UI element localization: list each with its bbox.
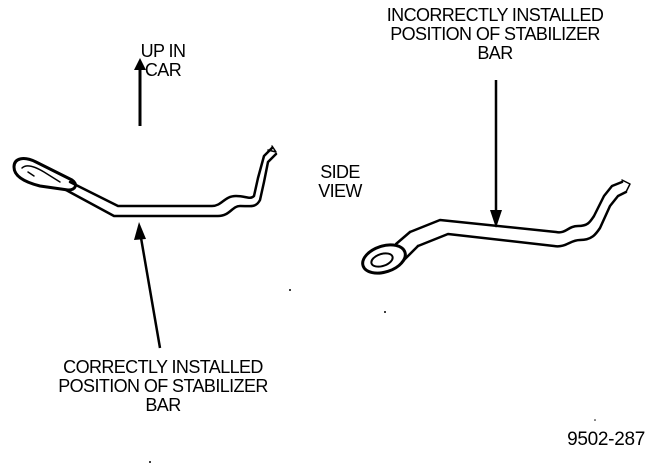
side-view-line-1: SIDE	[320, 162, 360, 182]
scan-speckles	[149, 289, 596, 463]
incorrect-label-line-1: INCORRECTLY INSTALLED	[386, 5, 604, 25]
up-in-car-line-1: UP IN	[140, 41, 186, 61]
correct-position-label: CORRECTLY INSTALLED POSITION OF STABILIZ…	[28, 358, 298, 415]
incorrect-label-line-2: POSITION OF STABILIZER	[390, 24, 600, 44]
correct-stabilizer-bar	[12, 145, 278, 218]
incorrect-stabilizer-bar	[361, 179, 631, 275]
correct-pointer-arrow	[134, 222, 162, 349]
correct-label-line-2: POSITION OF STABILIZER	[58, 376, 268, 396]
side-view-line-2: VIEW	[318, 181, 362, 201]
figure-number: 9502-287	[567, 429, 645, 450]
incorrect-pointer-arrow	[490, 80, 502, 228]
side-view-label: SIDE VIEW	[300, 163, 380, 201]
up-arrow	[134, 58, 146, 126]
incorrect-position-label: INCORRECTLY INSTALLED POSITION OF STABIL…	[360, 6, 630, 63]
correct-label-line-1: CORRECTLY INSTALLED	[63, 357, 263, 377]
correct-label-line-3: BAR	[145, 395, 181, 415]
up-in-car-label: UP IN CAR	[118, 42, 208, 80]
up-in-car-line-2: CAR	[144, 60, 182, 80]
incorrect-label-line-3: BAR	[477, 43, 513, 63]
